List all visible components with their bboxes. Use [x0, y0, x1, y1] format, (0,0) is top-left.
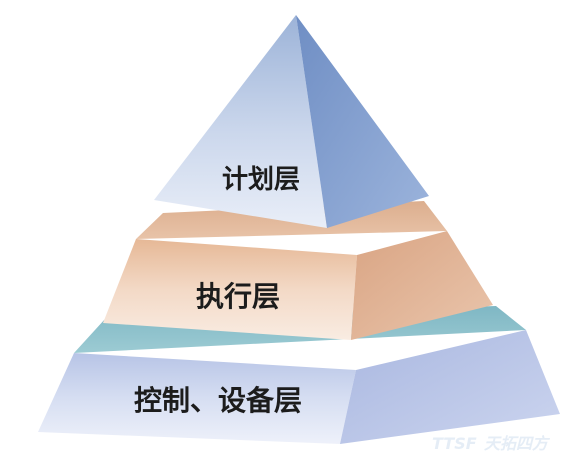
watermark-cjk: 天拓四方 [484, 434, 551, 453]
top-tier-front-face [154, 15, 327, 228]
top-tier: 计划层 [154, 15, 429, 228]
middle-tier-front-face [103, 239, 357, 340]
bottom-tier-right-face [340, 330, 560, 444]
middle-tier-right-face [351, 231, 493, 340]
bottom-tier-front-face [38, 353, 356, 444]
top-tier-label: 计划层 [222, 165, 300, 195]
watermark-latin: TTSF [432, 434, 477, 453]
middle-tier: 执行层 [103, 201, 493, 340]
middle-tier-label: 执行层 [196, 280, 280, 313]
top-tier-right-face [296, 15, 429, 228]
bottom-tier-label: 控制、设备层 [134, 384, 302, 417]
watermark-logo: TTSF 天拓四方 [432, 434, 551, 453]
